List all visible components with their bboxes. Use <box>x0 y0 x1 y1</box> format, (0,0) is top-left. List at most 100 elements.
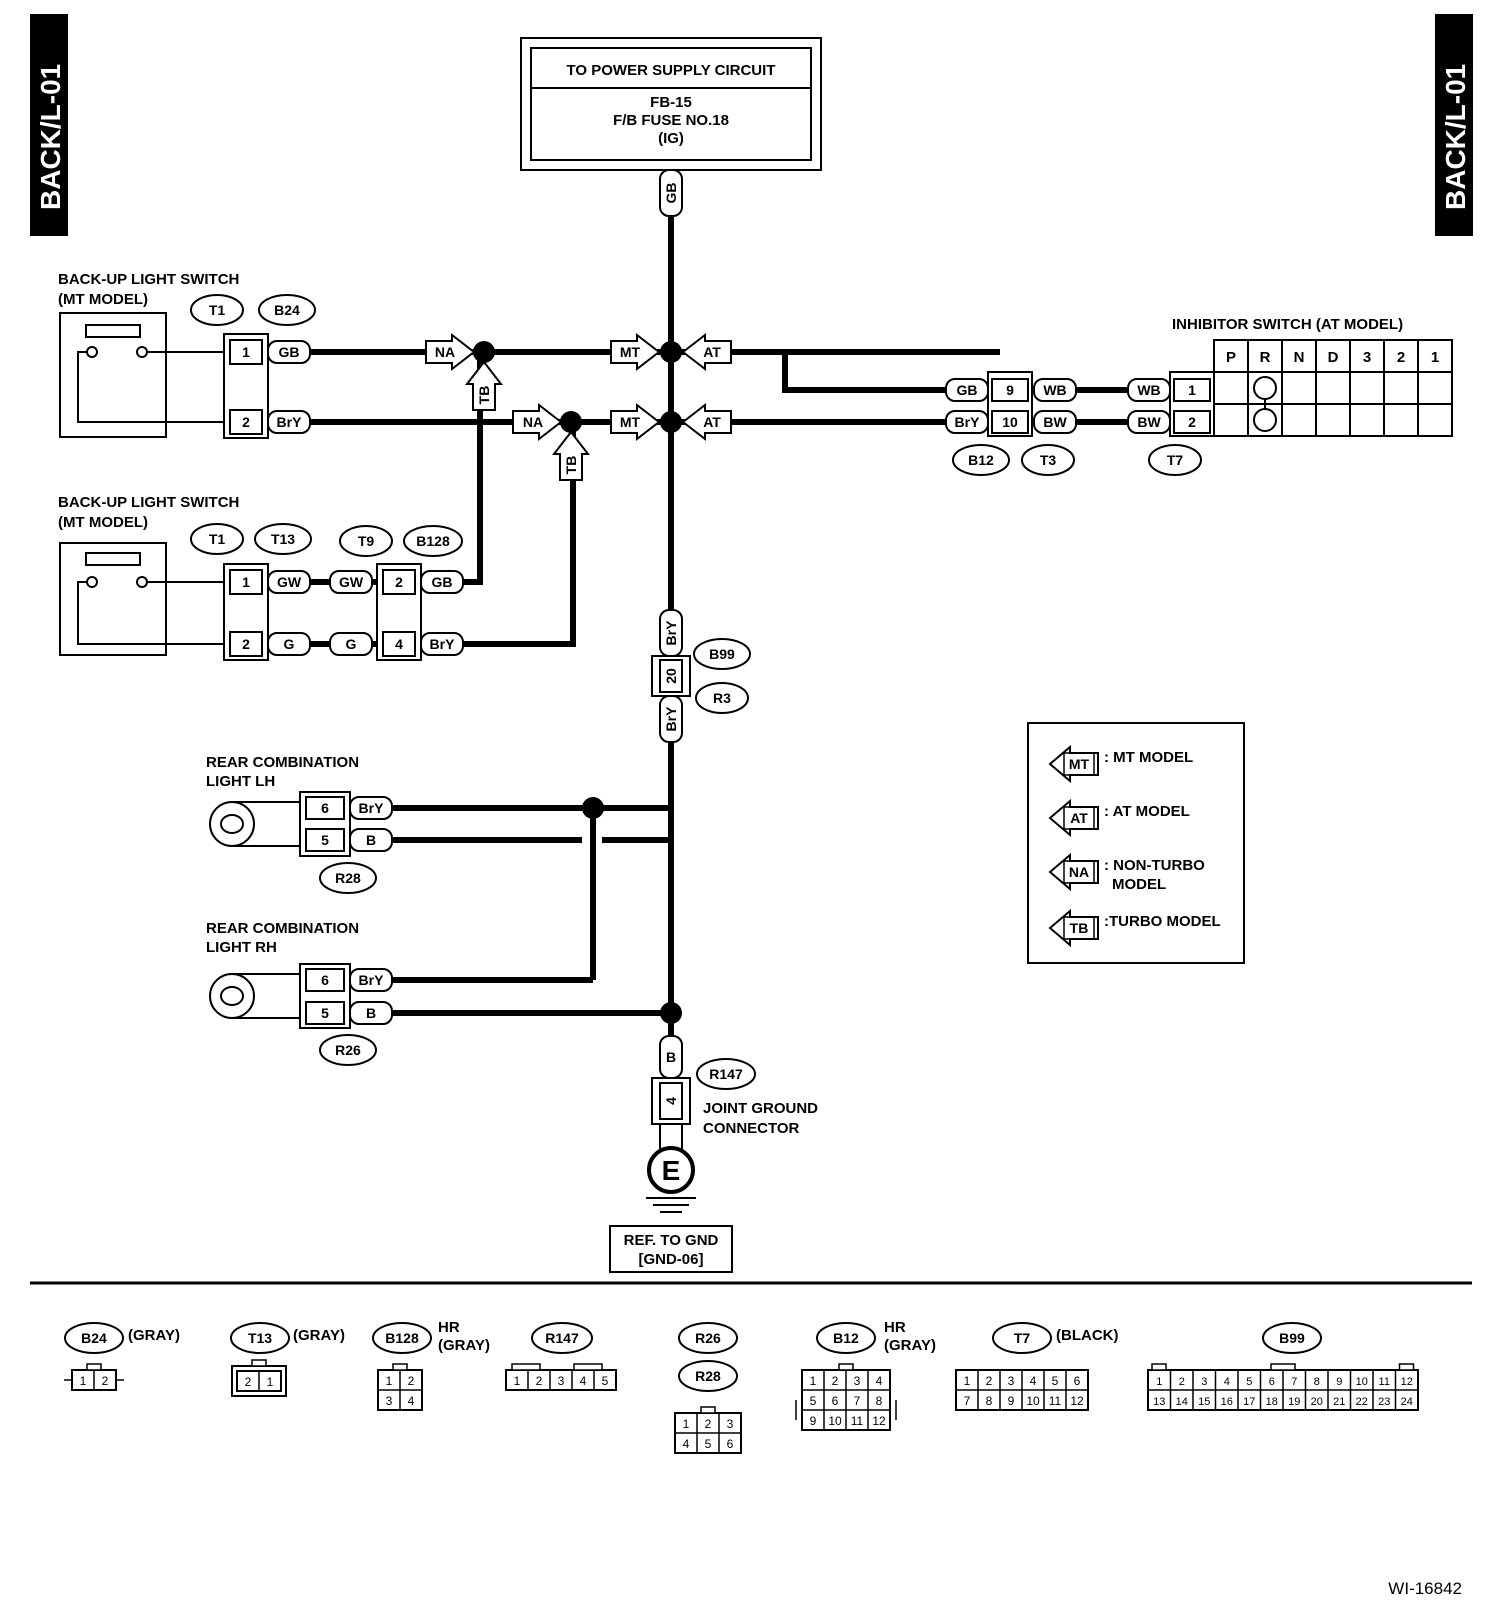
legend-text: : MT MODEL <box>1104 749 1193 766</box>
legend-text: :TURBO MODEL <box>1104 913 1221 930</box>
wire-tag-s1-gb: GB <box>279 344 300 360</box>
connector-id-b12: B12 <box>968 452 994 468</box>
bottom-b128-note1: HR <box>438 1319 460 1336</box>
b99-r3-connector: BrY 20 BrY B99 R3 <box>651 609 751 743</box>
legend-code-na: NA <box>1069 864 1089 880</box>
pin-21: 21 <box>1333 1396 1345 1408</box>
pin-12: 12 <box>872 1414 886 1428</box>
rear-lh-label-1: REAR COMBINATION <box>206 754 359 771</box>
r147-pin-4: 4 <box>663 1097 679 1105</box>
earth-symbol-letter: E <box>662 1155 681 1186</box>
pin-6: 6 <box>832 1394 839 1408</box>
pin-2: 2 <box>536 1374 543 1388</box>
bottom-r28-id <box>678 1360 738 1392</box>
inhibitor-position-1: 1 <box>1431 349 1439 366</box>
wire-tag-b128-gb: GB <box>432 574 453 590</box>
legend-code-mt: MT <box>1069 756 1090 772</box>
connector-id-r26: R26 <box>335 1042 361 1058</box>
bottom-b128-id <box>372 1322 432 1354</box>
power-box-line1: FB-15 <box>650 94 692 111</box>
pin-10: 10 <box>828 1414 842 1428</box>
pin-12: 12 <box>1070 1394 1084 1408</box>
pin-12: 12 <box>1401 1376 1413 1388</box>
bottom-t13-note: (GRAY) <box>293 1327 345 1344</box>
wire-tag-b128-bry: BrY <box>430 636 456 652</box>
pin-11: 11 <box>851 1414 864 1428</box>
arrow-na1: NA <box>425 334 475 370</box>
pin-8: 8 <box>1314 1376 1320 1388</box>
bottom-r147-id <box>531 1322 593 1354</box>
pin-7: 7 <box>964 1394 971 1408</box>
wire-tag-b12-gb: GB <box>957 382 978 398</box>
svg-text:MT: MT <box>620 344 641 360</box>
pin-3: 3 <box>386 1394 393 1408</box>
lh-pin-5: 5 <box>321 832 329 848</box>
pin-18: 18 <box>1266 1396 1278 1408</box>
ref-to-gnd-box <box>609 1225 733 1273</box>
pin-1: 1 <box>80 1374 87 1388</box>
right-side-tab <box>1435 14 1473 236</box>
legend-code-tb: TB <box>1070 920 1089 936</box>
wire-tag-s2-g-1: G <box>284 636 295 652</box>
pin-2: 2 <box>832 1374 839 1388</box>
pin-2: 2 <box>408 1374 415 1388</box>
wire-tag-s2-g-2: G <box>346 636 357 652</box>
inhibitor-switch-area: GB BrY 9 10 WB BW WB BW 1 2 B12 T3 T7 IN… <box>945 316 1453 476</box>
bottom-b24-note: (GRAY) <box>128 1327 180 1344</box>
arrow-tb2: TB <box>553 431 589 481</box>
bottom-b128-id-label: B128 <box>385 1330 419 1346</box>
switch1-pin-2: 2 <box>242 414 250 430</box>
pin-6: 6 <box>1269 1376 1275 1388</box>
pin-2: 2 <box>705 1417 712 1431</box>
pin-1: 1 <box>683 1417 690 1431</box>
b128-pin-4: 4 <box>395 636 403 652</box>
bottom-b12-id-label: B12 <box>833 1330 859 1346</box>
backup-light-switch-2: BACK-UP LIGHT SWITCH (MT MODEL) 1 2 GW G… <box>58 494 464 661</box>
power-box-line3: (IG) <box>658 130 684 147</box>
pin-3: 3 <box>854 1374 861 1388</box>
inhibitor-position-N: N <box>1294 349 1305 366</box>
pin-9: 9 <box>810 1414 817 1428</box>
wire-tag-lh-b: B <box>366 832 376 848</box>
bottom-b99-id <box>1262 1322 1322 1354</box>
bottom-t13-id <box>230 1322 290 1354</box>
legend-code-at: AT <box>1070 810 1088 826</box>
bottom-b12-note2: (GRAY) <box>884 1337 936 1354</box>
arrow-at2: AT <box>682 404 732 440</box>
wire-tag-rh-bry: BrY <box>359 972 385 988</box>
pin-1: 1 <box>1156 1376 1162 1388</box>
pin-1: 1 <box>386 1374 393 1388</box>
pin-5: 5 <box>810 1394 817 1408</box>
b12-pin-9: 9 <box>1006 382 1014 398</box>
b12-pin-10: 10 <box>1002 414 1018 430</box>
inhibitor-position-3: 3 <box>1363 349 1371 366</box>
pin-5: 5 <box>602 1374 609 1388</box>
pin-3: 3 <box>727 1417 734 1431</box>
rear-rh-label-1: REAR COMBINATION <box>206 920 359 937</box>
connector-id-t13: T13 <box>271 531 295 547</box>
arrow-mt2: MT <box>610 404 660 440</box>
inhibitor-contact-2 <box>1253 408 1277 432</box>
pin-17: 17 <box>1243 1396 1255 1408</box>
pin-3: 3 <box>558 1374 565 1388</box>
connector-id-b128: B128 <box>416 533 450 549</box>
pin-9: 9 <box>1336 1376 1342 1388</box>
inhibitor-contact-1 <box>1253 376 1277 400</box>
b99-pin-20: 20 <box>663 668 679 684</box>
legend-text: : NON-TURBO <box>1104 857 1205 874</box>
arrow-na2: NA <box>512 404 562 440</box>
pin-19: 19 <box>1288 1396 1300 1408</box>
svg-text:NA: NA <box>523 414 543 430</box>
wire-tag-t7-wb: WB <box>1137 382 1160 398</box>
pin-1: 1 <box>964 1374 971 1388</box>
pin-4: 4 <box>1224 1376 1230 1388</box>
right-side-tab-label: BACK/L-01 <box>1440 64 1471 210</box>
wire-tag-s2-gw-1: GW <box>277 574 302 590</box>
wire-tag-t3-wb: WB <box>1043 382 1066 398</box>
wire-tag-s1-bry: BrY <box>277 414 303 430</box>
lh-pin-6: 6 <box>321 800 329 816</box>
joint-ground-label-2: CONNECTOR <box>703 1120 800 1137</box>
